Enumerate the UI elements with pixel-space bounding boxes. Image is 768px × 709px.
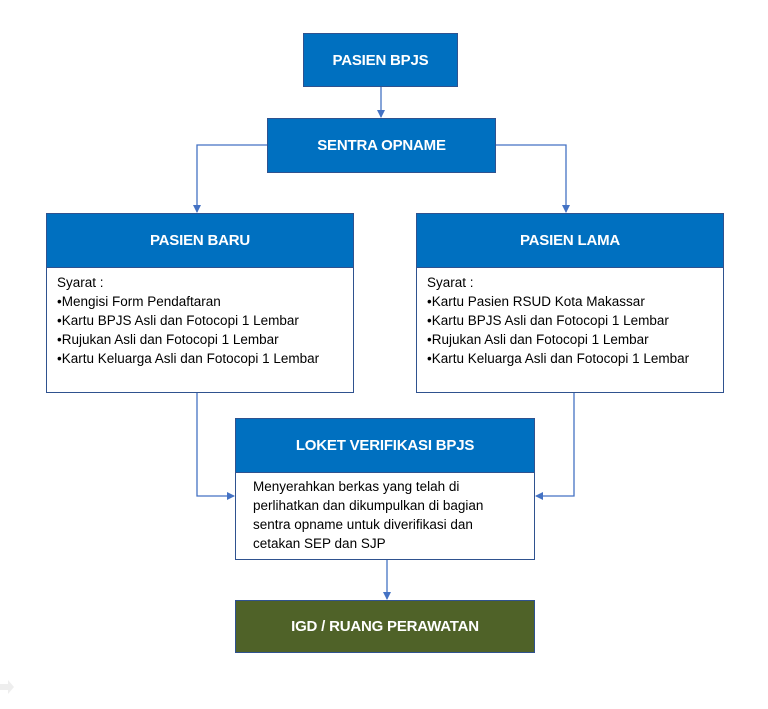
requirement-item: •Kartu Keluarga Asli dan Fotocopi 1 Lemb… <box>427 351 690 366</box>
node-igd-ruang-perawatan: IGD / RUANG PERAWATAN <box>235 600 535 653</box>
requirement-item: •Kartu Keluarga Asli dan Fotocopi 1 Lemb… <box>57 351 320 366</box>
node-sentra-opname-label: SENTRA OPNAME <box>317 137 446 154</box>
requirement-item: •Rujukan Asli dan Fotocopi 1 Lembar <box>57 332 279 347</box>
loket-title: LOKET VERIFIKASI BPJS <box>295 437 475 454</box>
pasien-lama-requirements-label: Syarat : <box>427 275 474 290</box>
node-pasien-bpjs-label: PASIEN BPJS <box>332 51 429 69</box>
node-igd-label: IGD / RUANG PERAWATAN <box>291 618 479 635</box>
requirement-item: •Kartu Pasien RSUD Kota Makassar <box>427 294 645 309</box>
node-pasien-bpjs: PASIEN BPJS <box>303 33 458 87</box>
requirement-item: •Kartu BPJS Asli dan Fotocopi 1 Lembar <box>57 313 299 328</box>
loket-description-line: sentra opname untuk diverifikasi dan <box>253 517 473 532</box>
arrow-baru-to-loket <box>196 393 235 500</box>
pasien-baru-title: PASIEN BARU <box>149 232 251 249</box>
node-pasien-lama: PASIEN LAMA Syarat : •Kartu Pasien RSUD … <box>416 213 724 393</box>
loket-description-line: perlihatkan dan dikumpulkan di bagian <box>253 498 484 513</box>
pasien-lama-title: PASIEN LAMA <box>519 232 621 249</box>
loket-description-line: Menyerahkan berkas yang telah di <box>253 479 460 494</box>
faint-arrow-icon <box>0 680 14 694</box>
requirement-item: •Mengisi Form Pendaftaran <box>57 294 221 309</box>
requirement-item: •Rujukan Asli dan Fotocopi 1 Lembar <box>427 332 649 347</box>
pasien-lama-body: Syarat : •Kartu Pasien RSUD Kota Makassa… <box>416 268 724 393</box>
node-pasien-baru: PASIEN BARU Syarat : •Mengisi Form Penda… <box>46 213 354 393</box>
pasien-baru-header: PASIEN BARU <box>46 213 354 268</box>
loket-body: Menyerahkan berkas yang telah di perliha… <box>235 473 535 560</box>
pasien-baru-requirements-label: Syarat : <box>57 275 104 290</box>
requirement-item: •Kartu BPJS Asli dan Fotocopi 1 Lembar <box>427 313 669 328</box>
arrow-sentra-to-baru <box>193 144 267 213</box>
loket-description-line: cetakan SEP dan SJP <box>253 536 386 551</box>
node-loket-verifikasi: LOKET VERIFIKASI BPJS Menyerahkan berkas… <box>235 418 535 560</box>
arrow-sentra-to-lama <box>496 144 570 213</box>
pasien-lama-header: PASIEN LAMA <box>416 213 724 268</box>
arrow-lama-to-loket <box>535 393 575 500</box>
loket-header: LOKET VERIFIKASI BPJS <box>235 418 535 473</box>
node-sentra-opname: SENTRA OPNAME <box>267 118 496 173</box>
pasien-baru-body: Syarat : •Mengisi Form Pendaftaran •Kart… <box>46 268 354 393</box>
